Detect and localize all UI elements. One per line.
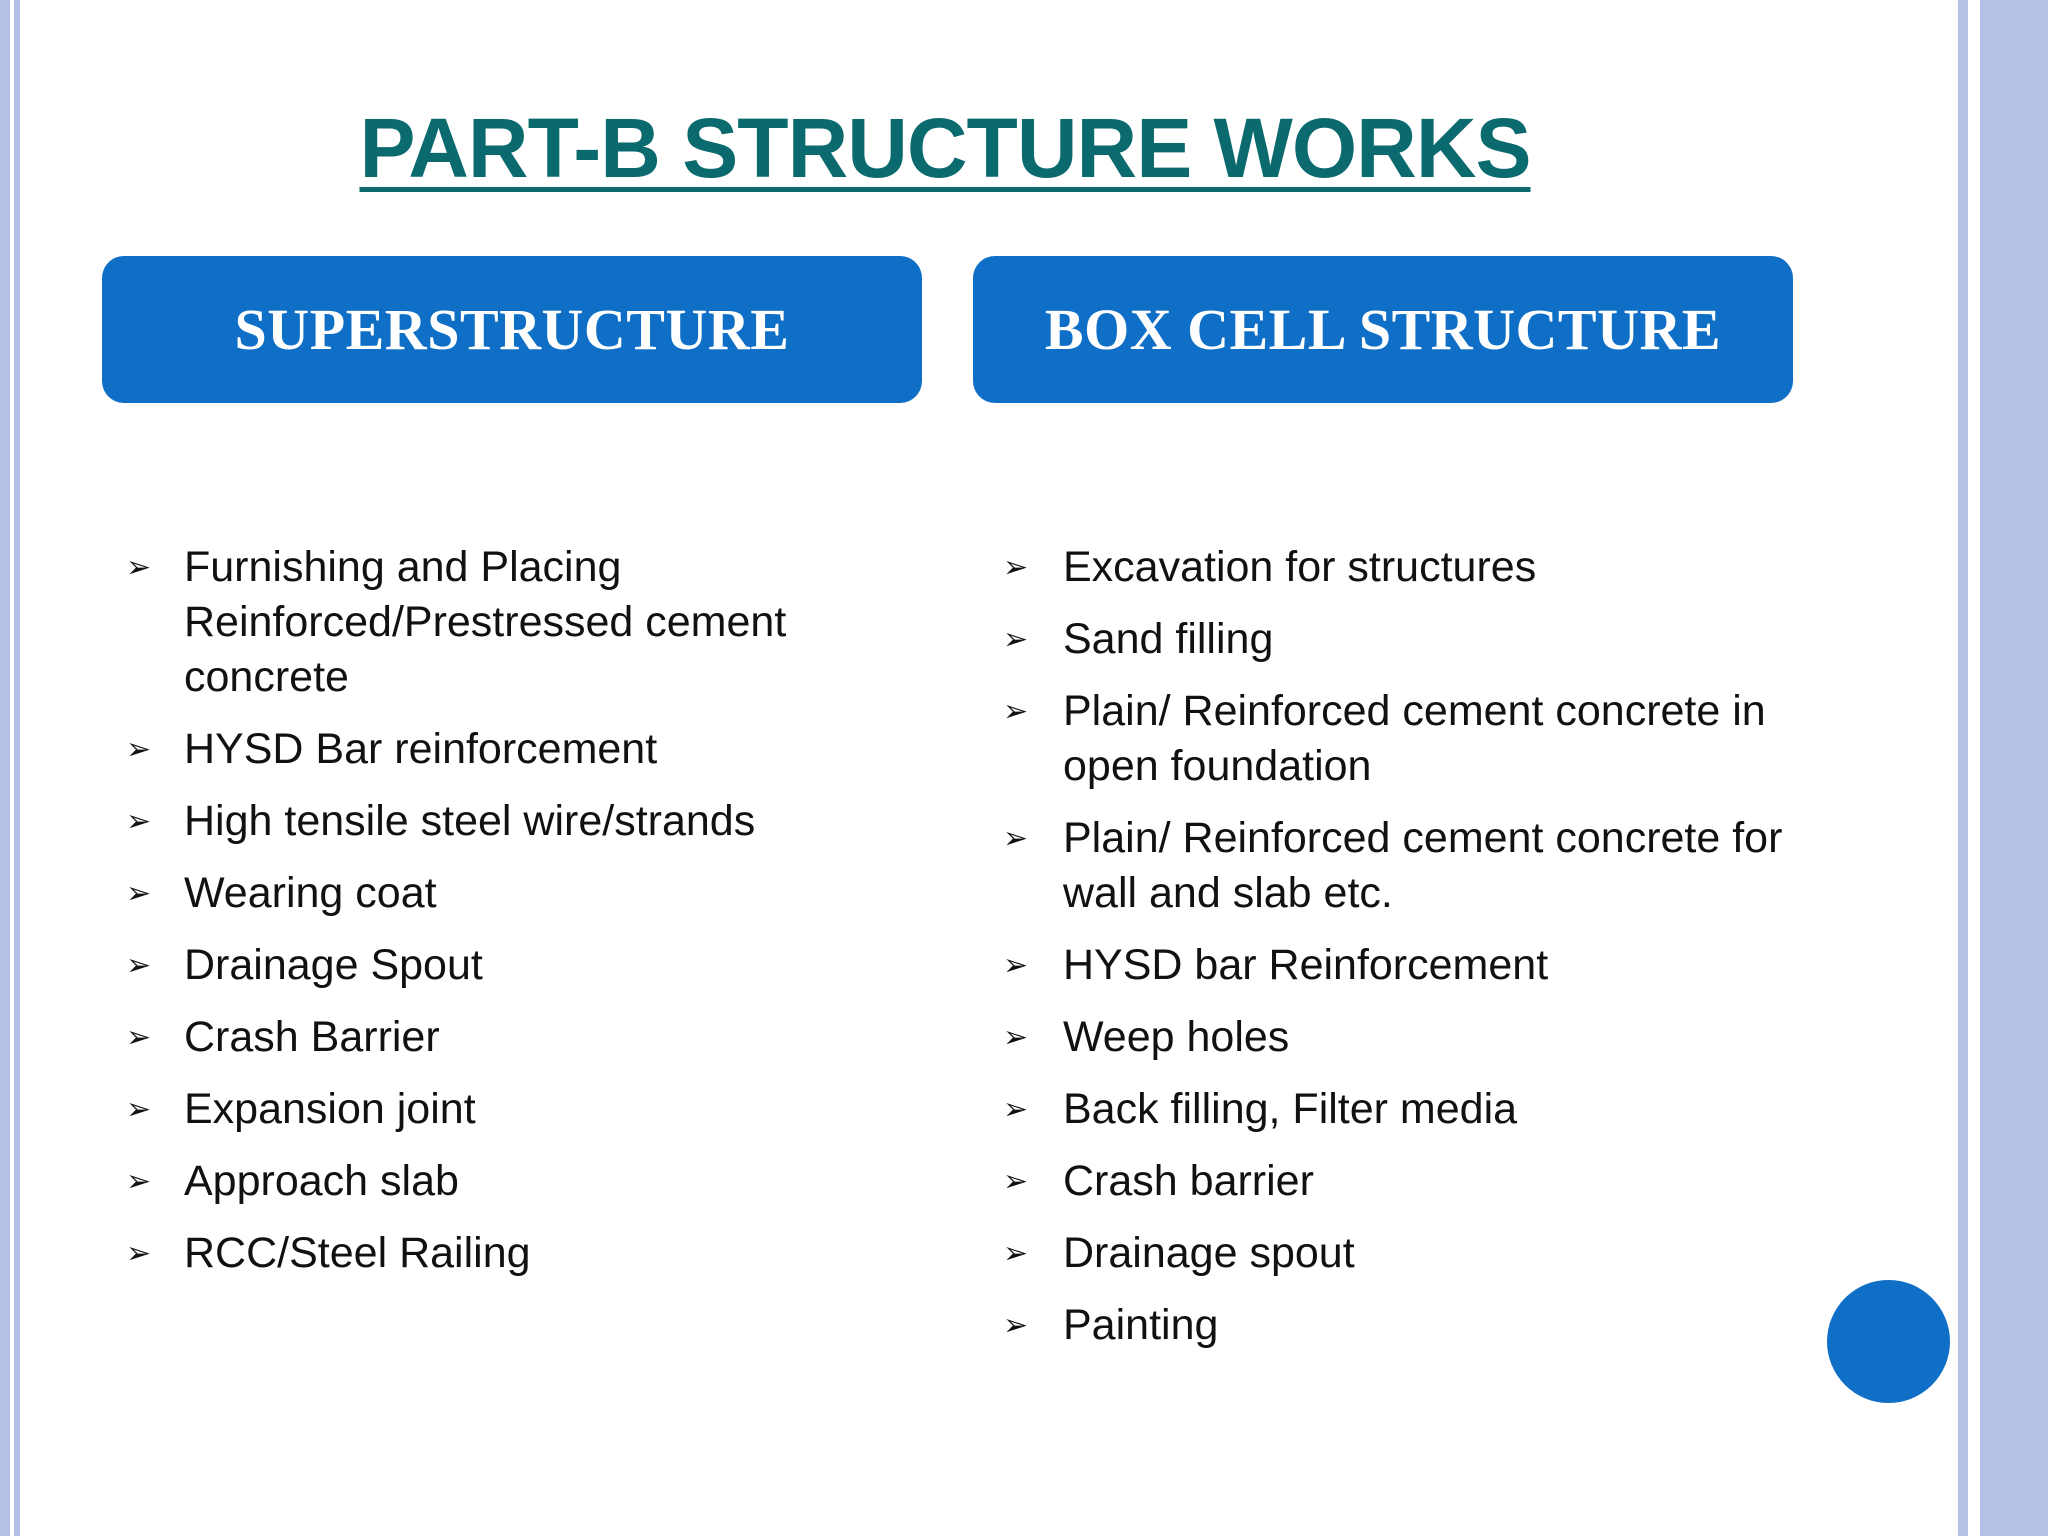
- arrow-bullet-icon: ➢: [1003, 822, 1029, 855]
- slide-title: PART-B STRUCTURE WORKS: [359, 101, 1531, 195]
- arrow-bullet-icon: ➢: [126, 1021, 152, 1054]
- arrow-bullet-icon: ➢: [1003, 623, 1029, 656]
- arrow-bullet-icon: ➢: [126, 1093, 152, 1126]
- left-border-inner: [14, 0, 20, 1536]
- list-item: ➢Drainage spout: [995, 1226, 1795, 1281]
- arrow-bullet-icon: ➢: [1003, 1237, 1029, 1270]
- arrow-bullet-icon: ➢: [1003, 1093, 1029, 1126]
- list-item: ➢Plain/ Reinforced cement concrete in op…: [995, 684, 1795, 794]
- arrow-bullet-icon: ➢: [126, 805, 152, 838]
- box-cell-structure-heading: BOX CELL STRUCTURE: [973, 256, 1793, 403]
- list-item: ➢HYSD Bar reinforcement: [118, 722, 858, 777]
- list-item: ➢Wearing coat: [118, 866, 858, 921]
- decorative-circle: [1827, 1280, 1950, 1403]
- arrow-bullet-icon: ➢: [1003, 695, 1029, 728]
- left-border: [0, 0, 10, 1536]
- arrow-bullet-icon: ➢: [1003, 949, 1029, 982]
- superstructure-list: ➢Furnishing and Placing Reinforced/Prest…: [118, 540, 858, 1298]
- list-item: ➢Approach slab: [118, 1154, 858, 1209]
- list-item: ➢Sand filling: [995, 612, 1795, 667]
- list-item: ➢Plain/ Reinforced cement concrete for w…: [995, 811, 1795, 921]
- arrow-bullet-icon: ➢: [1003, 1165, 1029, 1198]
- list-item: ➢Excavation for structures: [995, 540, 1795, 595]
- arrow-bullet-icon: ➢: [126, 877, 152, 910]
- list-item: ➢Crash Barrier: [118, 1010, 858, 1065]
- list-item: ➢Expansion joint: [118, 1082, 858, 1137]
- right-border-line: [1958, 0, 1968, 1536]
- arrow-bullet-icon: ➢: [1003, 1309, 1029, 1342]
- arrow-bullet-icon: ➢: [126, 1237, 152, 1270]
- box-cell-structure-list: ➢Excavation for structures ➢Sand filling…: [995, 540, 1795, 1370]
- list-item: ➢Crash barrier: [995, 1154, 1795, 1209]
- right-border-band: [1980, 0, 2048, 1536]
- list-item: ➢High tensile steel wire/strands: [118, 794, 858, 849]
- arrow-bullet-icon: ➢: [126, 949, 152, 982]
- list-item: ➢Drainage Spout: [118, 938, 858, 993]
- arrow-bullet-icon: ➢: [126, 733, 152, 766]
- arrow-bullet-icon: ➢: [126, 551, 152, 584]
- list-item: ➢Painting: [995, 1298, 1795, 1353]
- list-item: ➢RCC/Steel Railing: [118, 1226, 858, 1281]
- list-item: ➢Back filling, Filter media: [995, 1082, 1795, 1137]
- list-item: ➢Furnishing and Placing Reinforced/Prest…: [118, 540, 858, 705]
- list-item: ➢Weep holes: [995, 1010, 1795, 1065]
- arrow-bullet-icon: ➢: [126, 1165, 152, 1198]
- arrow-bullet-icon: ➢: [1003, 551, 1029, 584]
- arrow-bullet-icon: ➢: [1003, 1021, 1029, 1054]
- superstructure-heading: SUPERSTRUCTURE: [102, 256, 922, 403]
- list-item: ➢HYSD bar Reinforcement: [995, 938, 1795, 993]
